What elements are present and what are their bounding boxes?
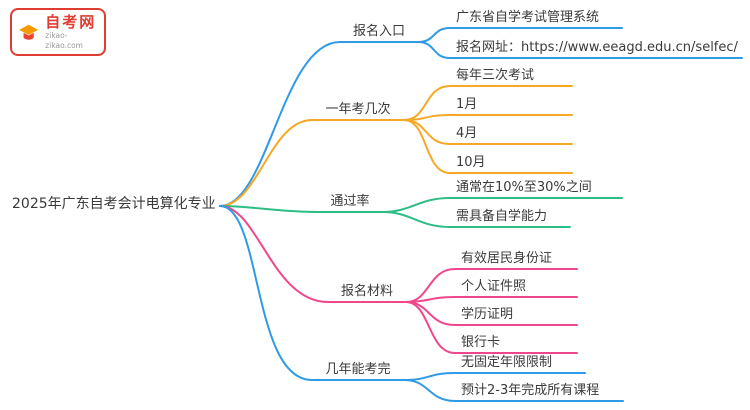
branch-registration-entry: 报名入口 <box>352 24 405 39</box>
site-logo-text: 自考网 zikao-zikao.com <box>45 13 99 51</box>
node-no-time-limit: 无固定年限限制 <box>461 355 553 370</box>
node-january: 1月 <box>456 97 478 112</box>
site-url: zikao-zikao.com <box>45 31 83 50</box>
node-expected-duration: 预计2-3年完成所有课程 <box>461 383 600 398</box>
node-april: 4月 <box>456 126 478 141</box>
node-october: 10月 <box>456 155 486 170</box>
branch-pass-rate-lines <box>219 197 623 228</box>
root-topic: 2025年广东自考会计电算化专业 <box>12 196 216 212</box>
node-registration-url: 报名网址：https://www.eeagd.edu.cn/selfec/ <box>456 40 738 55</box>
branch-registration-entry-lines <box>219 27 743 207</box>
zikao-logo-icon <box>19 24 39 40</box>
branch-years-to-complete: 几年能考完 <box>325 362 391 377</box>
node-education-cert: 学历证明 <box>461 307 514 322</box>
node-registration-system: 广东省自学考试管理系统 <box>456 10 600 25</box>
branch-required-materials: 报名材料 <box>340 284 393 299</box>
node-pass-rate-range: 通常在10%至30%之间 <box>456 180 592 195</box>
branch-exams-per-year-lines <box>219 85 573 207</box>
branch-required-materials-lines <box>219 205 578 354</box>
node-three-exams-per-year: 每年三次考试 <box>456 68 535 83</box>
node-bank-card: 银行卡 <box>461 335 501 350</box>
node-self-study-ability: 需具备自学能力 <box>456 209 548 224</box>
branch-pass-rate: 通过率 <box>330 194 370 209</box>
branch-years-to-complete-lines <box>219 205 624 402</box>
site-name: 自考网 <box>45 13 97 31</box>
site-logo[interactable]: 自考网 zikao-zikao.com <box>10 8 106 56</box>
node-photo: 个人证件照 <box>461 279 527 294</box>
node-id-card: 有效居民身份证 <box>461 251 553 266</box>
branch-exams-per-year: 一年考几次 <box>325 102 391 117</box>
